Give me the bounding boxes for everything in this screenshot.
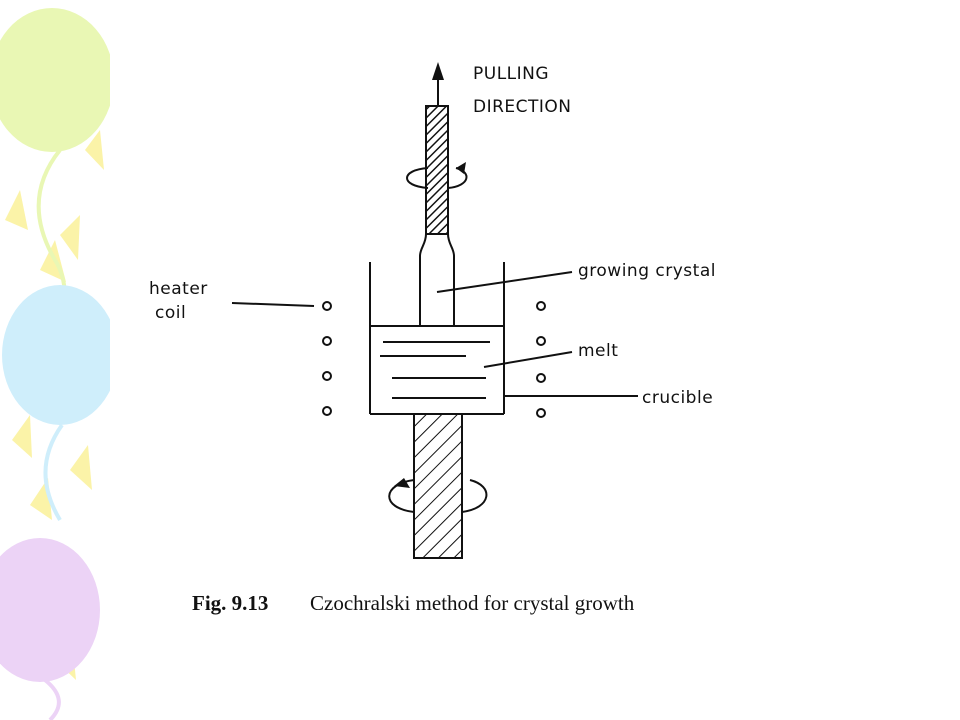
pulling-direction-label-1: PULLING [473, 64, 549, 84]
figure-number: Fig. 9.13 [192, 591, 268, 615]
heater-label-2: coil [155, 303, 186, 323]
melt [370, 325, 504, 399]
growing-crystal-label: growing crystal [578, 261, 716, 281]
pulling-direction-label-2: DIRECTION [473, 97, 572, 117]
balloon-decoration [0, 8, 110, 720]
bottom-rotation-arrow [388, 478, 488, 513]
blue-balloon [2, 285, 110, 522]
top-rotation-arrow [406, 162, 468, 189]
crucible-label: crucible [642, 388, 713, 408]
leader-lines [231, 271, 638, 397]
seed-rod [425, 105, 449, 235]
heater-label-1: heater [149, 279, 208, 299]
purple-balloon [0, 538, 100, 720]
pulling-arrow [432, 62, 444, 108]
heater-coil [322, 301, 546, 418]
growing-crystal-body [419, 233, 455, 326]
support-shaft [413, 413, 463, 559]
figure-caption: Czochralski method for crystal growth [310, 591, 635, 615]
melt-label: melt [578, 341, 618, 361]
